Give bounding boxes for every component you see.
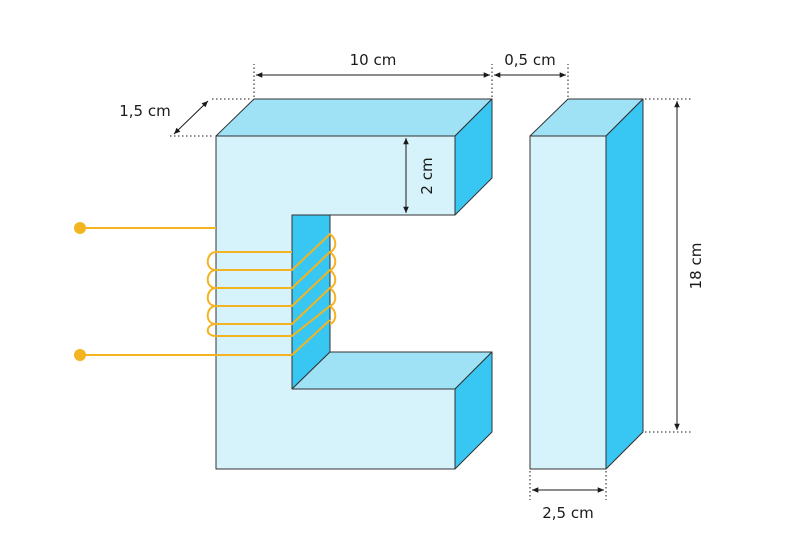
terminal-dot-top — [74, 222, 86, 234]
i-bar-front-face — [529, 135, 607, 470]
label-air-gap: 0,5 cm — [504, 51, 555, 69]
i-bar-side-face — [605, 98, 644, 470]
dimensions — [170, 64, 692, 500]
dimension-labels: 10 cm 0,5 cm 1,5 cm 2 cm 18 cm 2,5 cm — [119, 51, 705, 522]
label-arm-thickness: 2 cm — [418, 157, 436, 194]
coil-turns — [206, 232, 337, 356]
terminal-dot-bottom — [74, 349, 86, 361]
i-bar — [529, 98, 644, 470]
label-i-width: 2,5 cm — [542, 504, 593, 522]
c-core-front-face — [215, 135, 456, 470]
label-depth: 1,5 cm — [119, 102, 170, 120]
label-c-width: 10 cm — [350, 51, 397, 69]
c-core-top-face — [215, 98, 493, 137]
label-height: 18 cm — [687, 243, 705, 290]
dim-line-depth — [173, 100, 209, 135]
coil — [74, 222, 337, 361]
c-core — [215, 98, 493, 470]
